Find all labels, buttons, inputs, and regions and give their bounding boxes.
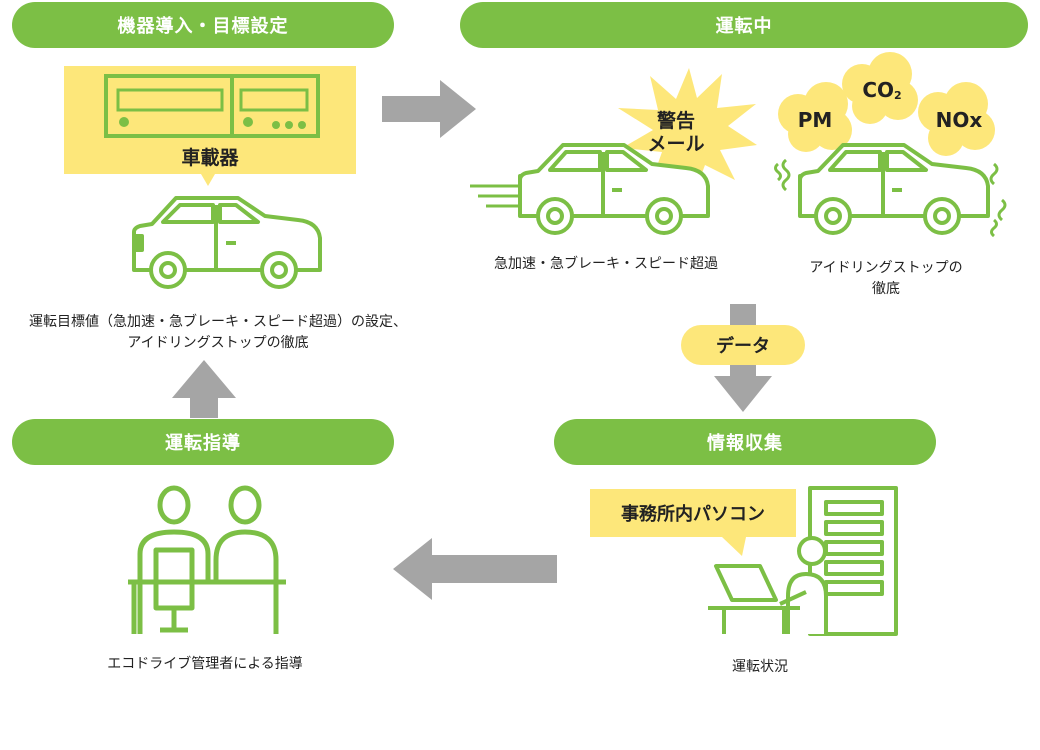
emission-clouds <box>778 52 995 156</box>
co2-subscript-text: 2 <box>894 88 902 102</box>
car-icon-setup <box>132 196 322 289</box>
arrow-left-icon <box>393 538 557 600</box>
goal-caption-line1: 運転目標値（急加速・急ブレーキ・スピード超過）の設定、 <box>29 314 407 330</box>
guidance-people-icon <box>128 485 286 634</box>
device-label: 車載器 <box>181 146 239 169</box>
step-driving-pill: 運転中 <box>460 2 1028 48</box>
idling-caption-line2: 徹底 <box>872 281 900 297</box>
alert-label-line2: メール <box>647 133 705 155</box>
office-pc-label: 事務所内パソコン <box>621 504 765 525</box>
driving-status-caption: 運転状況 <box>732 659 788 675</box>
arrow-up-icon <box>172 360 236 418</box>
step-equipment-goal-pill: 機器導入・目標設定 <box>12 2 394 48</box>
goal-caption-line2: アイドリングストップの徹底 <box>127 335 309 351</box>
guidance-caption: エコドライブ管理者による指導 <box>107 656 303 672</box>
arrow-right-icon <box>382 80 476 138</box>
alert-burst-icon <box>618 68 757 197</box>
speeding-caption: 急加速・急ブレーキ・スピード超過 <box>494 256 718 272</box>
nox-label: NOx <box>935 108 983 132</box>
co2-main-text: CO <box>862 78 895 102</box>
data-label: データ <box>716 336 770 357</box>
step-info-collection-pill: 情報収集 <box>554 419 936 465</box>
alert-label-line1: 警告 <box>656 110 695 132</box>
alert-mail-label: 警告 メール <box>636 110 716 156</box>
onboard-device-icon <box>64 66 356 186</box>
goal-setting-caption: 運転目標値（急加速・急ブレーキ・スピード超過）の設定、 アイドリングストップの徹… <box>8 312 428 354</box>
idling-car-icon <box>774 143 1007 238</box>
speeding-car-icon <box>470 143 710 235</box>
idling-caption-line1: アイドリングストップの <box>809 260 963 276</box>
idling-caption: アイドリングストップの 徹底 <box>786 258 986 300</box>
pc-label-bg <box>590 489 796 537</box>
data-label-bg <box>681 325 805 365</box>
pm-label: PM <box>797 108 833 132</box>
office-computer-icon <box>708 486 898 636</box>
step-driving-guidance-pill: 運転指導 <box>12 419 394 465</box>
